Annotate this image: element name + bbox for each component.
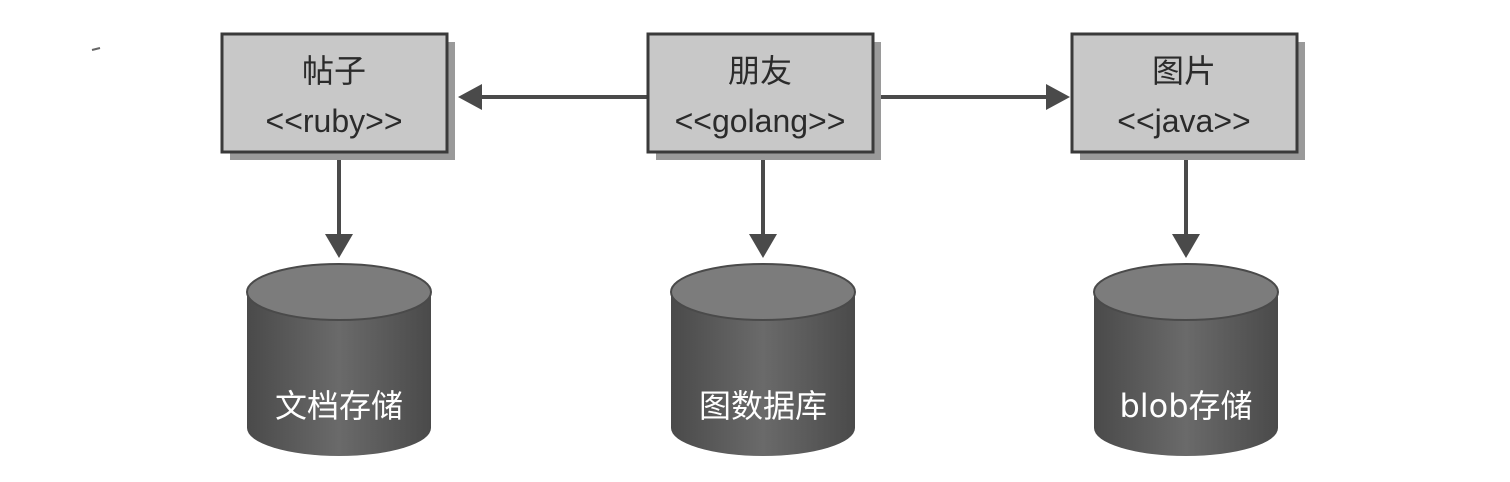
service-language: <<ruby>> xyxy=(266,103,403,139)
service-language: <<golang>> xyxy=(675,103,846,139)
service-title: 朋友 xyxy=(728,52,792,90)
cylinder-body xyxy=(671,292,855,456)
service-language: <<java>> xyxy=(1117,103,1250,139)
cylinder-body xyxy=(1094,292,1278,456)
arrow-images-to-blob-store xyxy=(1172,158,1200,258)
datastore-label: 文档存储 xyxy=(275,387,403,425)
datastore-label: blob存储 xyxy=(1119,387,1252,425)
cylinder-top xyxy=(670,263,856,321)
box-body xyxy=(220,32,449,154)
cylinder-body xyxy=(247,292,431,456)
arrow-posts-to-document-store xyxy=(325,158,353,258)
arrow-friends-to-graph-db xyxy=(749,158,777,258)
datastore-document: 文档存储 xyxy=(246,263,432,456)
arrow-friends-to-posts xyxy=(458,84,648,110)
service-title: 图片 xyxy=(1152,52,1216,90)
cylinder-top xyxy=(1093,263,1279,321)
service-title: 帖子 xyxy=(302,52,366,90)
box-body xyxy=(646,32,875,154)
service-box-posts: 帖子 <<ruby>> xyxy=(220,32,455,160)
service-box-friends: 朋友 <<golang>> xyxy=(646,32,881,160)
datastore-blob: blob存储 xyxy=(1093,263,1279,456)
stray-mark xyxy=(91,47,101,51)
datastore-graph: 图数据库 xyxy=(670,263,856,456)
arrow-friends-to-images xyxy=(878,84,1070,110)
datastore-label: 图数据库 xyxy=(699,387,827,425)
box-body xyxy=(1070,32,1299,154)
service-box-images: 图片 <<java>> xyxy=(1070,32,1305,160)
cylinder-top xyxy=(246,263,432,321)
